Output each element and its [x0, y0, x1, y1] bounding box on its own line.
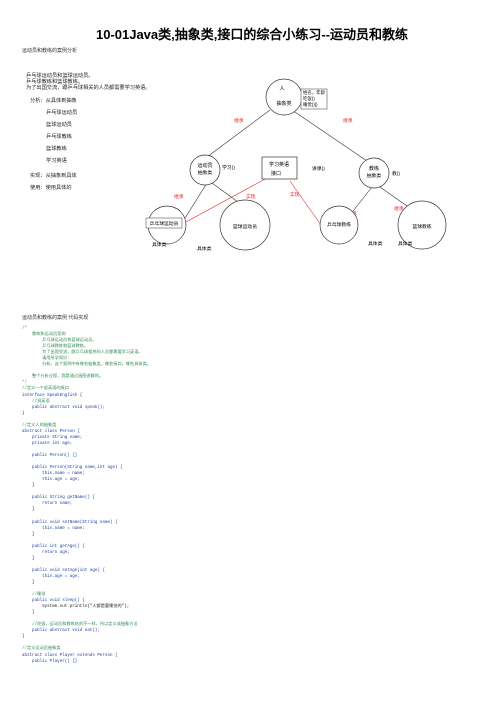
pp-coach-node — [319, 205, 359, 245]
code-line: public String getName() { — [22, 496, 95, 501]
code-line: 请用所学知识： — [22, 357, 72, 362]
code-line: } — [22, 556, 35, 561]
extends-label: 继承 — [343, 117, 353, 124]
code-line: this.age = age; — [22, 574, 80, 579]
code-line: private String name; — [22, 435, 83, 440]
code-line: interface SpeakEnglish { — [22, 393, 83, 398]
code-line: } — [22, 611, 35, 616]
player-method: 学习() — [222, 164, 235, 171]
player-node — [189, 154, 221, 186]
code-line: public Player() {} — [22, 659, 78, 664]
bb-coach-node — [397, 200, 447, 250]
analysis-item: 篮球教练 — [46, 144, 67, 152]
coach-node — [358, 157, 390, 189]
section-heading-analysis: 运动员和教练的案例分析 — [22, 48, 78, 54]
pp-player-name: 乒乓球运动员 — [150, 220, 179, 227]
page-title: 10-01Java类,抽象类,接口的综合小练习--运动员和教练 — [95, 27, 409, 42]
bb-player-node — [219, 199, 271, 251]
concrete-label: 具体类 — [197, 245, 212, 252]
extends-label: 继承 — [394, 205, 404, 212]
english-line2: 接口 — [271, 170, 281, 177]
code-line: //吃饭，运动员和教练吃的不一样，所以定义成抽象方法 — [22, 623, 138, 628]
code-line: public int getAge() { — [22, 544, 85, 549]
concrete-label: 具体类 — [398, 240, 413, 247]
section-heading-code: 运动员和教练的案例 代码实现 — [22, 315, 89, 321]
coach-method-left: 讲课() — [312, 165, 325, 172]
person-node — [265, 78, 303, 116]
class-diagram: 乒乓球运动员和篮球运动员。 乒乓球教练和篮球教练。 为了出国交流，跟乒乓球相关的… — [26, 71, 447, 252]
note-line-3: 为了出国交流，跟乒乓球相关的人员都需要学习英语。 — [26, 83, 151, 91]
analysis-header: 分析：从具体到抽象 — [30, 96, 77, 104]
code-line: //睡觉 — [22, 593, 46, 598]
code-line: } — [22, 411, 25, 416]
code-line: } — [22, 580, 35, 585]
pp-coach-name: 乒乓球教练 — [327, 221, 351, 228]
code-line: } — [22, 484, 35, 489]
person-sub: 抽象类 — [276, 100, 291, 107]
english-interface-box — [261, 156, 298, 180]
implements-label: 实现 — [290, 191, 300, 198]
code-line: this.name = name; — [22, 526, 85, 531]
use-line: 使用：使用具体的 — [30, 183, 72, 191]
bb-coach-name: 篮球教练 — [412, 223, 431, 230]
code-line: return age; — [22, 550, 70, 555]
code-line: /* — [22, 327, 28, 331]
code-line: public void sleep() { — [22, 599, 85, 604]
code-line: System.out.println("人都是要睡觉的"); — [22, 605, 130, 610]
code-line: //定义一个说英语的接口 — [22, 387, 69, 392]
code-line: public Person() {} — [22, 453, 78, 458]
code-line: } — [22, 508, 35, 513]
code-line: public abstract void speak(); — [22, 405, 105, 410]
implements-label: 实现 — [246, 193, 256, 200]
coach-name: 教练 — [369, 165, 379, 172]
code-line: 分析，这个案例中有哪些抽象类，哪些接口，哪些具体类。 — [22, 363, 151, 368]
code-line: abstract class Player extends Person { — [22, 653, 118, 658]
person-attr: 睡觉(){} — [303, 101, 318, 108]
player-sub: 抽象类 — [198, 169, 213, 176]
code-line: //说英语 — [22, 399, 50, 404]
code-line: public Person(String name,int age) { — [22, 466, 123, 471]
person-name: 人 — [279, 85, 284, 92]
english-line1: 学习英语 — [269, 161, 289, 168]
code-line: public void setAge(int age) { — [22, 568, 105, 573]
code-line: } — [22, 532, 35, 537]
extends-label: 继承 — [234, 117, 244, 124]
analysis-item: 乒乓球教练 — [46, 132, 72, 140]
code-line: public void setName(String name) { — [22, 520, 118, 525]
pp-player-box — [145, 217, 183, 229]
code-line: } — [22, 635, 25, 640]
extends-label: 继承 — [174, 193, 184, 200]
analysis-item: 篮球运动员 — [46, 120, 72, 128]
code-line: private int age; — [22, 441, 73, 446]
bb-player-name: 篮球运动员 — [233, 223, 257, 230]
code-line: 为了出国交流，跟乒乓球相关的人员都需要学习英语。 — [22, 351, 143, 356]
person-attr: 吃饭() — [303, 95, 315, 102]
analysis-item: 学习英语 — [46, 156, 67, 164]
code-line: */ — [22, 381, 28, 386]
code-block: /* 教练和运动员案例 乒乓球运动员和篮球运动员。 乒乓球教练和篮球教练。 为了… — [22, 326, 492, 665]
code-line: //定义运动员抽象类 — [22, 647, 61, 652]
person-attrs-box — [300, 88, 328, 110]
note-line-2: 乒乓球教练和篮球教练。 — [26, 77, 83, 85]
person-attr: 姓名，年龄 — [303, 89, 326, 96]
impl-line: 实现：从抽象到具体 — [30, 171, 78, 179]
code-line: 整个分析过程，我是通过画图讲解的。 — [22, 375, 104, 380]
code-line: //定义人的抽象类 — [22, 423, 57, 428]
code-line: public abstract void eat(); — [22, 629, 100, 634]
code-line: 教练和运动员案例 — [22, 333, 66, 338]
coach-sub: 抽象类 — [367, 172, 382, 179]
concrete-label: 具体类 — [152, 241, 167, 248]
code-line: return name; — [22, 502, 73, 507]
code-line: 乒乓球运动员和篮球运动员。 — [22, 339, 97, 344]
code-line: this.name = name; — [22, 472, 85, 477]
note-line-1: 乒乓球运动员和篮球运动员。 — [26, 71, 93, 79]
player-name: 运动员 — [197, 162, 212, 169]
coach-method: 教() — [392, 170, 400, 177]
analysis-item: 乒乓球运动员 — [46, 108, 77, 116]
code-line: 乒乓球教练和篮球教练。 — [22, 345, 89, 350]
concrete-label: 具体类 — [368, 240, 383, 247]
code-line: abstract class Person { — [22, 429, 80, 434]
code-line: this.age = age; — [22, 478, 80, 483]
